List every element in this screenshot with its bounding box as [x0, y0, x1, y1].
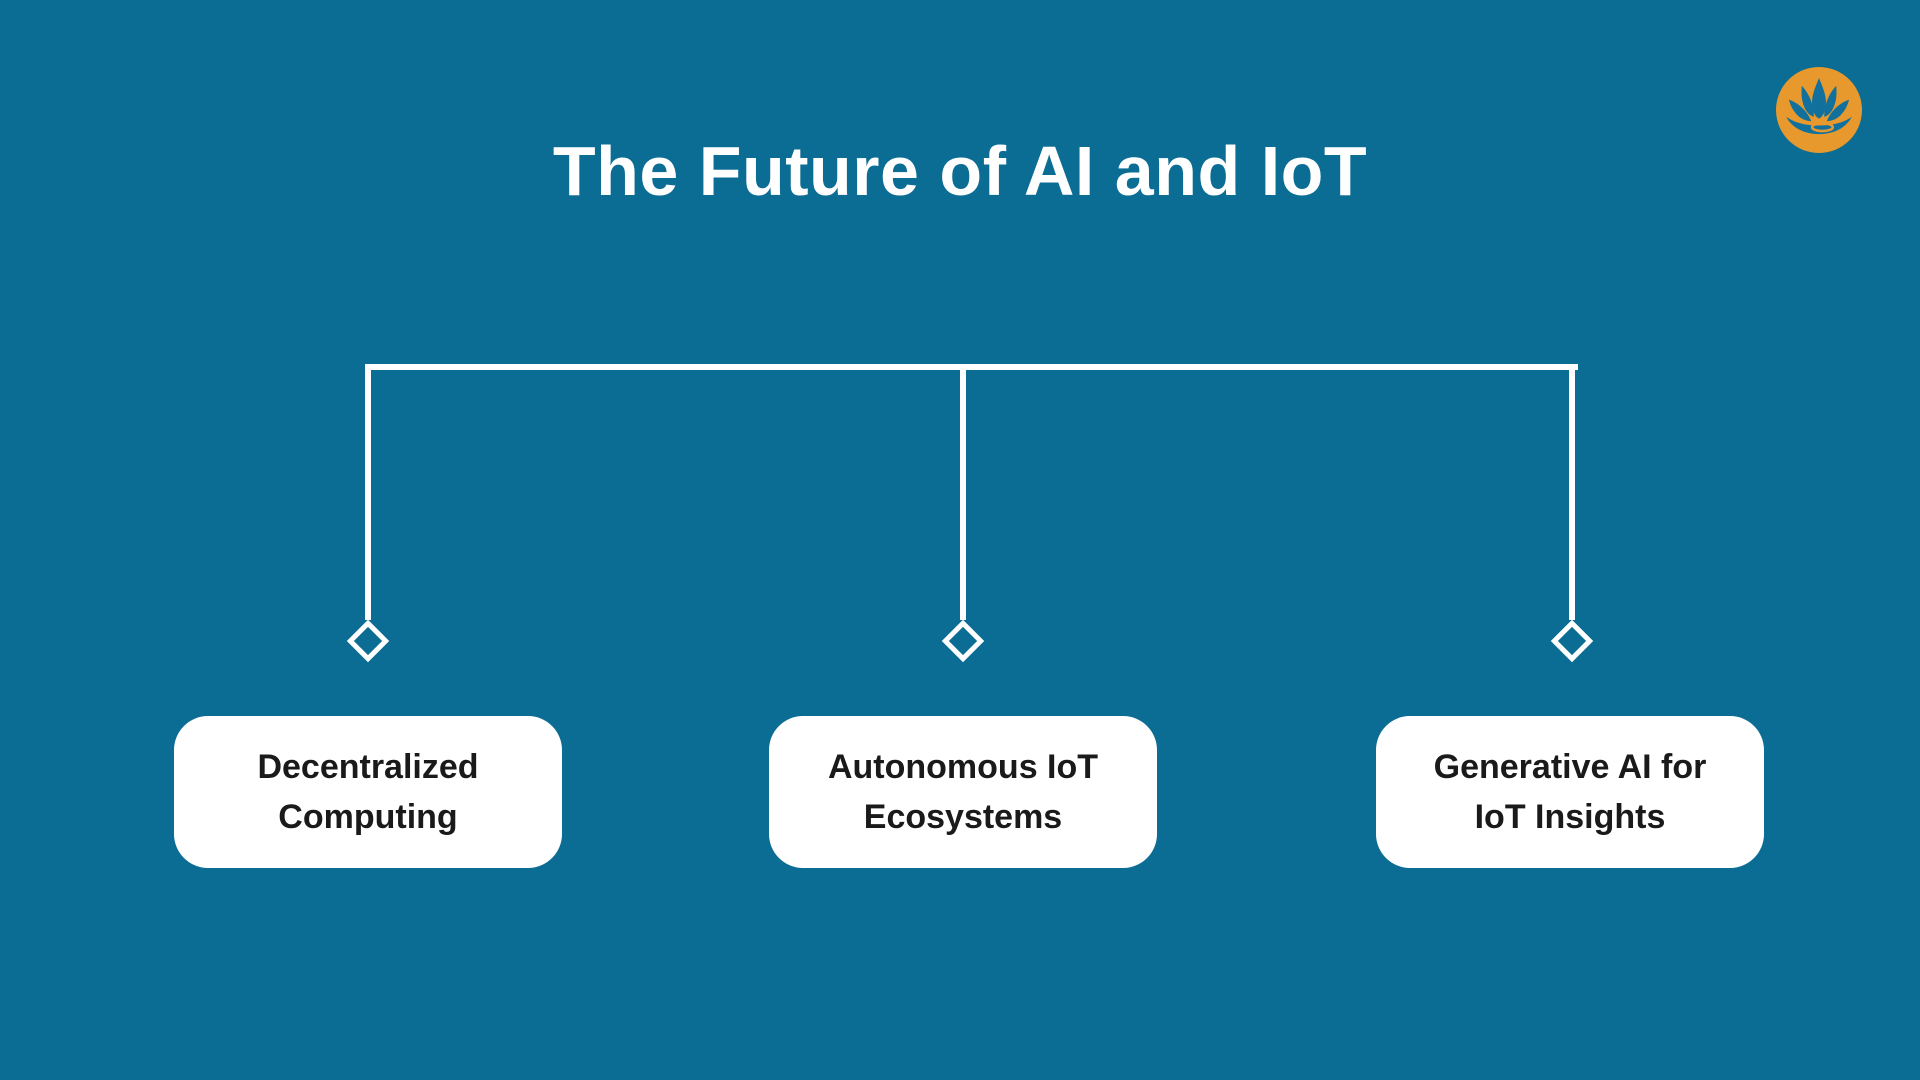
connector-horizontal-rail — [365, 364, 1578, 370]
brand-logo — [1776, 67, 1862, 153]
node-label-line: Decentralized — [257, 748, 479, 786]
connector-drop-left — [365, 364, 371, 620]
node-label-line: Autonomous IoT — [827, 748, 1099, 786]
node-card-decentralized-computing: Decentralized Computing — [174, 716, 562, 868]
node-label-line: Computing — [278, 798, 458, 836]
connector-drop-middle — [960, 364, 966, 620]
node-label-line: IoT Insights — [1474, 798, 1666, 836]
diamond-terminal-right — [1550, 619, 1594, 663]
node-label-line: Generative AI for — [1433, 748, 1707, 786]
diamond-terminal-left — [346, 619, 390, 663]
node-card-generative-ai-iot-insights: Generative AI for IoT Insights — [1376, 716, 1764, 868]
diamond-terminal-middle — [941, 619, 985, 663]
connector-drop-right — [1569, 364, 1575, 620]
node-card-autonomous-iot-ecosystems: Autonomous IoT Ecosystems — [769, 716, 1157, 868]
page-title: The Future of AI and IoT — [552, 132, 1368, 210]
lotus-icon — [1776, 67, 1862, 153]
node-label-line: Ecosystems — [863, 798, 1063, 836]
